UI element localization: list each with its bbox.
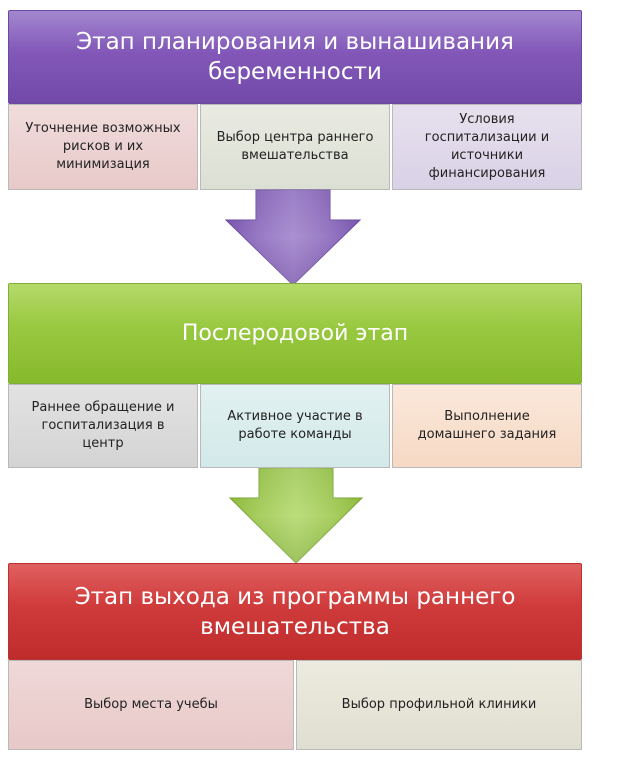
stage-postnatal-title: Послеродовой этап xyxy=(181,321,409,346)
item-hospitalization-funding: Условия госпитализации и источники финан… xyxy=(392,104,582,190)
stage-planning-items: Уточнение возможных рисков и их минимиза… xyxy=(8,104,582,190)
item-early-referral: Раннее обращение и госпитализация в цент… xyxy=(8,384,198,468)
stage-exit-items: Выбор места учебы Выбор профильной клини… xyxy=(8,660,582,750)
item-clinic-choice: Выбор профильной клиники xyxy=(296,660,582,750)
item-center-choice: Выбор центра раннего вмешательства xyxy=(200,104,390,190)
item-label: Выбор места учебы xyxy=(84,697,218,712)
item-team-participation: Активное участие в работе команды xyxy=(200,384,390,468)
item-label: Выполнение домашнего задания xyxy=(417,409,557,442)
stage-postnatal-items: Раннее обращение и госпитализация в цент… xyxy=(8,384,582,468)
stage-postnatal-header: Послеродовой этап xyxy=(8,283,582,384)
item-label: Выбор профильной клиники xyxy=(341,697,537,712)
item-label: Активное участие в работе команды xyxy=(227,409,363,442)
item-risk-assessment: Уточнение возможных рисков и их минимиза… xyxy=(8,104,198,190)
stage-planning-title: Этап планирования и вынашивания беременн… xyxy=(76,29,514,85)
item-school-choice: Выбор места учебы xyxy=(8,660,294,750)
stage-exit-title: Этап выхода из программы раннего вмешате… xyxy=(74,583,516,640)
item-label: Уточнение возможных рисков и их минимиза… xyxy=(25,121,181,172)
item-homework: Выполнение домашнего задания xyxy=(392,384,582,468)
item-label: Раннее обращение и госпитализация в цент… xyxy=(31,400,175,451)
stage-planning-header: Этап планирования и вынашивания беременн… xyxy=(8,10,582,104)
item-label: Выбор центра раннего вмешательства xyxy=(216,130,374,163)
stage-exit-header: Этап выхода из программы раннего вмешате… xyxy=(8,563,582,660)
item-label: Условия госпитализации и источники финан… xyxy=(424,112,550,181)
